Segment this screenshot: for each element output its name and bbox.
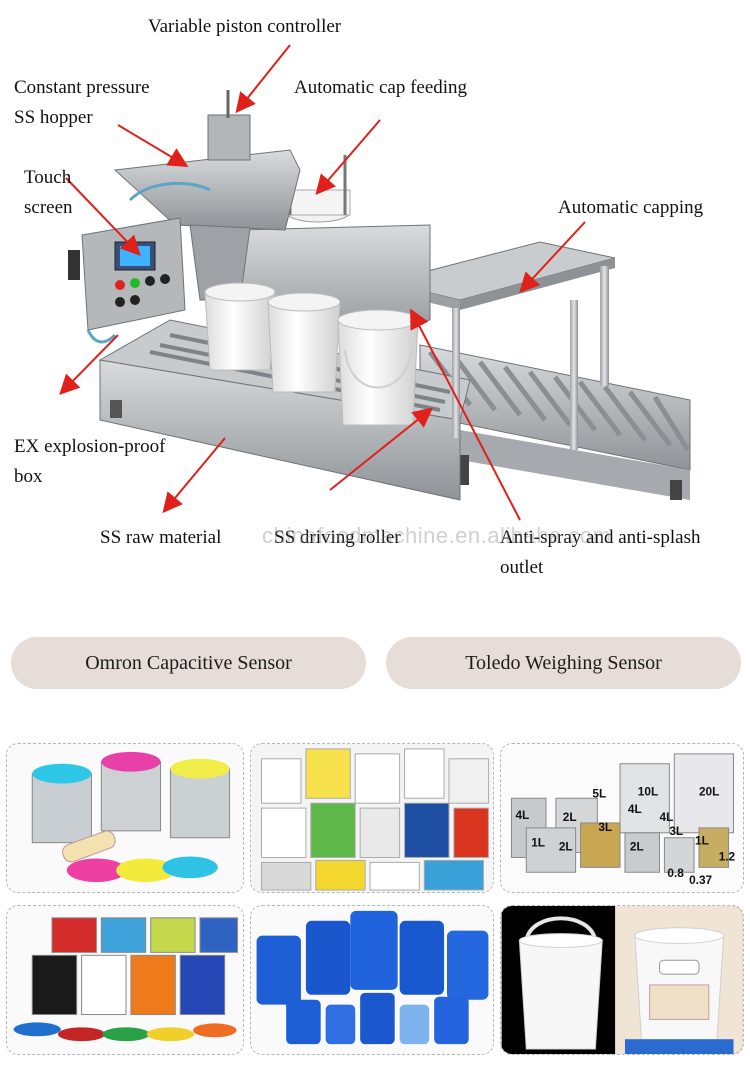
callout-ss-driving-roller: SS driving roller (274, 527, 401, 548)
watermark: chinafoodmachine.en.alibaba.com (262, 523, 612, 548)
callout-auto-cap-feeding: Automatic cap feeding (294, 77, 468, 98)
photo-paint-cans (6, 743, 244, 893)
can-label-15: 0.37 (689, 873, 712, 887)
callout-variable-piston: Variable piston controller (148, 16, 342, 37)
can-label-5: 2L (563, 810, 577, 824)
sensor-label-toledo: Toledo Weighing Sensor (465, 651, 662, 674)
can-label-9: 1L (531, 836, 545, 850)
callout-touch: Touch (24, 167, 72, 188)
buckets (204, 282, 419, 426)
paint-cans-image (7, 744, 243, 892)
can-label-4: 4L (628, 802, 642, 816)
can-label-8: 3L (669, 824, 683, 838)
can-label-0: 4L (515, 808, 529, 822)
can-label-3: 20L (699, 784, 719, 798)
can-label-2: 10L (638, 784, 658, 798)
callout-outlet: outlet (500, 557, 544, 578)
can-label-1: 5L (592, 786, 606, 800)
can-label-13: 0.8 (667, 866, 684, 880)
filling-machine-drawing (59, 44, 691, 521)
sensor-label-omron: Omron Capacitive Sensor (85, 651, 292, 674)
callout-ss-raw-material: SS raw material (100, 527, 222, 548)
sensor-pill-omron: Omron Capacitive Sensor (11, 637, 366, 689)
photo-white-buckets (500, 905, 744, 1055)
callout-anti-spray: Anti-spray and anti-splash (500, 527, 701, 548)
plastic-pails-image (251, 744, 493, 892)
can-label-7: 3L (598, 820, 612, 834)
colored-buckets-image (7, 906, 243, 1054)
callout-constant-pressure: Constant pressure (14, 77, 150, 98)
callout-auto-capping: Automatic capping (558, 197, 704, 218)
callout-ss-hopper: SS hopper (14, 107, 93, 128)
callout-ex-box-2: box (14, 466, 43, 487)
photo-plastic-pails (250, 743, 494, 893)
can-label-6: 4L (659, 810, 673, 824)
callout-arrows (59, 44, 586, 521)
can-label-10: 2L (559, 840, 573, 854)
can-label-12: 1L (695, 834, 709, 848)
callout-screen: screen (24, 197, 73, 218)
white-buckets-image (501, 906, 743, 1054)
machine-illustration: Variable piston controller Constant pres… (14, 16, 704, 578)
callout-ex-box: EX explosion-proof (14, 436, 166, 457)
sensor-pill-toledo: Toledo Weighing Sensor (386, 637, 741, 689)
right-conveyor (419, 344, 691, 500)
photo-blue-drums (250, 905, 494, 1055)
can-label-14: 1.2 (719, 849, 736, 863)
metal-cans-image: 4L 5L 10L 20L 4L 2L 4L 3L 3L 1L 2L 2L 1L… (501, 744, 743, 892)
photo-metal-cans: 4L 5L 10L 20L 4L 2L 4L 3L 3L 1L 2L 2L 1L… (500, 743, 744, 893)
blue-drums-image (251, 906, 493, 1054)
photo-colored-buckets (6, 905, 244, 1055)
can-label-11: 2L (630, 840, 644, 854)
